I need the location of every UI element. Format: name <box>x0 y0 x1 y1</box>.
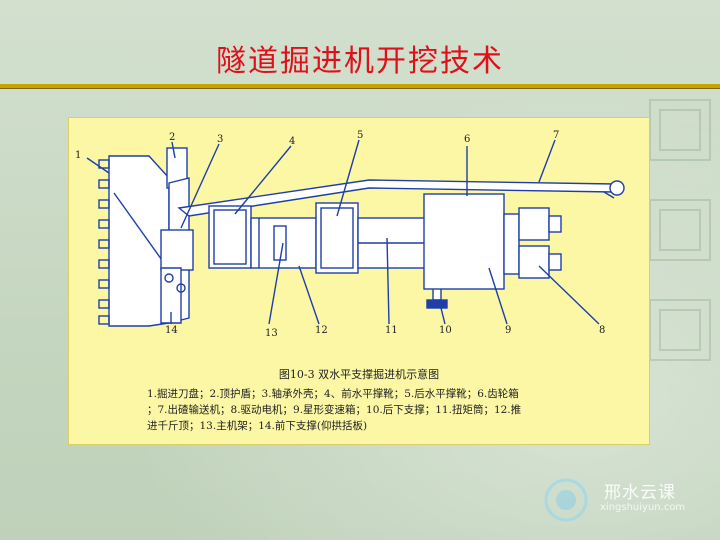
part-label-2: 2 <box>169 132 175 143</box>
part-label-9: 9 <box>505 325 511 336</box>
figure-legend: 1.掘进刀盘；2.顶护盾；3.轴承外壳；4、前水平撑靴；5.后水平撑靴；6.齿轮… <box>147 386 567 434</box>
front-gripper <box>208 205 252 269</box>
slide-title: 隧道掘进机开挖技术 <box>216 44 504 79</box>
part-label-11: 11 <box>385 325 398 336</box>
part-label-1: 1 <box>75 150 81 161</box>
part-label-8: 8 <box>599 325 605 336</box>
gearbox <box>423 193 505 290</box>
legend-line: 进千斤顶；13.主机架；14.前下支撑(仰拱括板) <box>147 420 368 432</box>
legend-line: 1.掘进刀盘；2.顶护盾；3.轴承外壳；4、前水平撑靴；5.后水平撑靴；6.齿轮… <box>147 388 519 400</box>
part-label-5: 5 <box>357 130 363 141</box>
part-label-13: 13 <box>265 328 278 339</box>
decorative-pattern <box>649 99 711 361</box>
part-label-12: 12 <box>315 325 328 336</box>
title-underline <box>0 84 720 89</box>
part-number-labels: 1 2 3 4 5 6 7 8 9 10 11 12 13 14 <box>75 130 605 339</box>
part-label-6: 6 <box>464 134 470 145</box>
part-label-3: 3 <box>217 134 223 145</box>
drive-motor-upper <box>518 207 550 241</box>
cutterhead <box>108 155 170 327</box>
part-label-10: 10 <box>439 325 452 336</box>
part-label-4: 4 <box>289 136 295 147</box>
drive-motor-lower <box>518 245 550 279</box>
front-lower-support <box>160 267 182 324</box>
watermark-url: xingshuiyun.com <box>600 502 686 513</box>
part-label-7: 7 <box>553 130 559 141</box>
figure-panel: 1 2 3 4 5 6 7 8 9 10 11 12 13 14 图10-3 双… <box>68 117 650 445</box>
part-label-14: 14 <box>165 325 178 336</box>
watermark-text: 邢水云课 <box>604 483 676 503</box>
rear-gripper <box>315 202 359 274</box>
figure-caption: 图10-3 双水平支撑掘进机示意图 <box>278 368 440 381</box>
tbm-diagram: 1 2 3 4 5 6 7 8 9 10 11 12 13 14 <box>75 130 625 339</box>
star-gearbox <box>503 213 520 275</box>
cutter-teeth <box>98 159 110 325</box>
legend-line: ；7.出碴输送机；8.驱动电机；9.星形变速箱；10.后下支撑；11.扭矩筒；1… <box>147 404 522 416</box>
watermark-logo <box>544 478 588 522</box>
